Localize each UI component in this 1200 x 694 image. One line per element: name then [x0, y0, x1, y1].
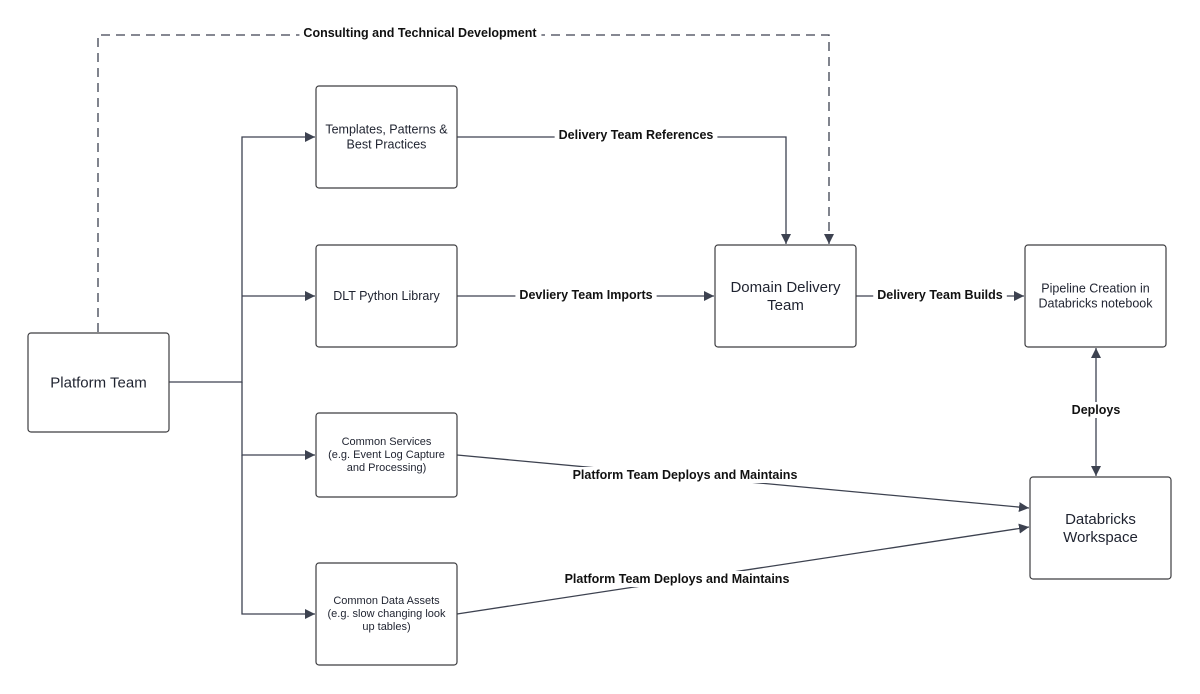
edge-label-deploys: Deploys: [1067, 402, 1125, 418]
node-templates: Templates, Patterns &Best Practices: [315, 85, 458, 189]
svg-text:Platform Team Deploys and Main: Platform Team Deploys and Maintains: [573, 468, 798, 482]
nodes-layer: Platform Team Templates, Patterns &Best P…: [27, 85, 1172, 666]
svg-text:Deploys: Deploys: [1072, 403, 1121, 417]
node-dlt-library: DLT Python Library: [315, 244, 458, 348]
edge-to-templates: [169, 132, 315, 383]
node-label: Platform Team: [50, 374, 146, 391]
svg-text:Devliery Team Imports: Devliery Team Imports: [519, 288, 652, 302]
edge-label-references: Delivery Team References: [554, 127, 718, 143]
edge-label-builds: Delivery Team Builds: [873, 287, 1007, 303]
edge-to-services: [241, 382, 315, 460]
edge-label-consulting: Consulting and Technical Development: [299, 25, 542, 41]
node-platform-team: Platform Team: [27, 332, 170, 433]
node-label: Common Data Assets(e.g. slow changing lo…: [327, 595, 446, 633]
svg-text:Delivery Team References: Delivery Team References: [559, 128, 714, 142]
edge-label-services-deploy: Platform Team Deploys and Maintains: [568, 467, 802, 483]
edge-to-assets: [241, 455, 315, 619]
edges-layer: [97, 34, 1101, 619]
node-label: Templates, Patterns &Best Practices: [325, 123, 448, 152]
svg-text:Consulting and Technical Devel: Consulting and Technical Development: [303, 26, 537, 40]
edge-label-imports: Devliery Team Imports: [515, 287, 657, 303]
edge-label-assets-deploy: Platform Team Deploys and Maintains: [560, 571, 794, 587]
node-common-data-assets: Common Data Assets(e.g. slow changing lo…: [315, 562, 458, 666]
node-label: DLT Python Library: [333, 289, 440, 303]
edge-assets-deploy: [456, 523, 1030, 615]
labels-layer: Consulting and Technical DevelopmentDeli…: [299, 25, 1125, 587]
svg-text:Delivery Team Builds: Delivery Team Builds: [877, 288, 1003, 302]
svg-text:Platform Team Deploys and Main: Platform Team Deploys and Maintains: [565, 572, 790, 586]
edge-references: [457, 136, 791, 244]
